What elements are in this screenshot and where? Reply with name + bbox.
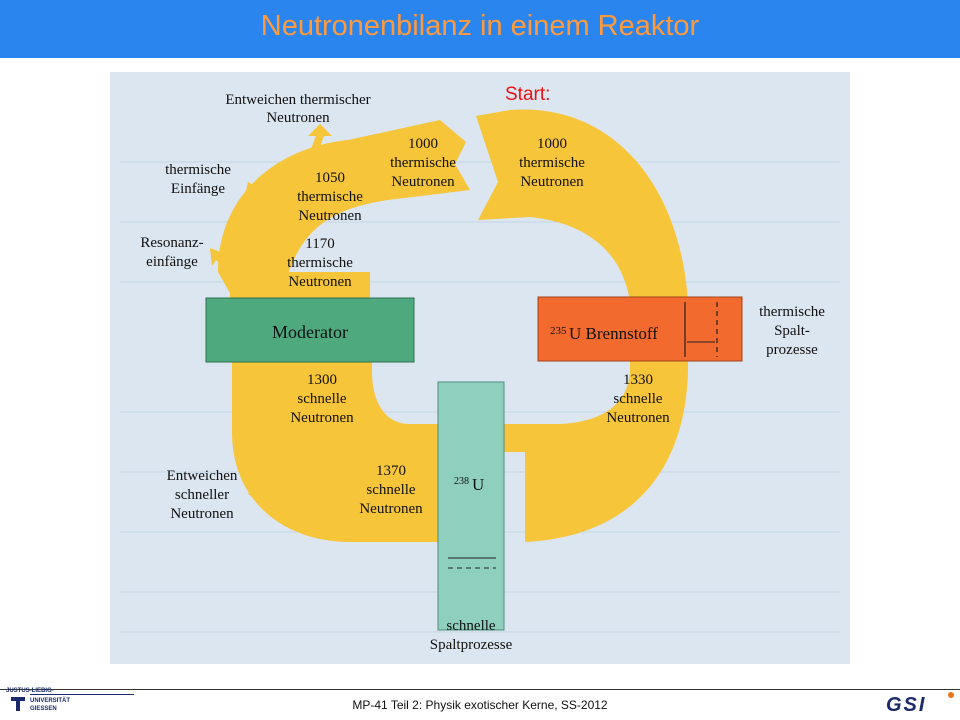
flow-lower-right-num: 1330 [623,372,653,388]
flow-bottom-ribbon [260,412,440,542]
fast-fission-line1: schnelle [446,618,495,634]
neutron-balance-svg: Moderator 235 U Brennstoff 238 U 1000 th… [110,72,850,664]
flow-mid-left-num: 1170 [305,236,334,252]
gsi-logo: GSI [886,692,956,718]
reactor-diagram: Moderator 235 U Brennstoff 238 U 1000 th… [110,72,850,664]
flow-ring-left [218,120,470,302]
university-line3: GIESSEN [30,706,57,712]
flow-top-left-kind: thermische [390,155,456,171]
u238-box [437,381,505,631]
thermal-fission-line2: Spalt- [774,323,810,339]
flow-top-right-num: 1000 [537,136,567,152]
flow-lower-right-kind: schnelle [613,391,662,407]
flow-upper-left-unit: Neutronen [298,208,362,224]
fuel-box [537,296,743,362]
university-rule [30,694,134,695]
moderator-box [205,297,415,363]
resonance-capture-line2: einfänge [146,254,198,270]
u238-label: U [472,475,484,494]
moderator-label: Moderator [272,322,348,342]
university-line2: UNIVERSITÄT [30,698,71,704]
thermal-escape-line1: Entweichen thermischer [225,92,370,108]
flow-labels: 1000 thermische Neutronen 1000 thermisch… [287,136,670,517]
flow-lower-left-unit: Neutronen [290,410,354,426]
start-label: Start: [505,84,551,105]
resonance-capture-line1: Resonanz- [140,235,203,251]
flow-ring-right-top [476,109,688,302]
flow-mid-left-unit: Neutronen [288,274,352,290]
thermal-capture-line2: Einfänge [171,181,225,197]
fast-escape-line2: schneller [175,487,229,503]
loss-labels: Entweichen thermischer Neutronen thermis… [140,92,825,653]
flow-top-right-kind: thermische [519,155,585,171]
thermal-fission-line3: prozesse [766,342,818,358]
footer-divider [0,689,960,690]
flow-lower-left-num: 1300 [307,372,337,388]
flow-lower-right-unit: Neutronen [606,410,670,426]
fuel-label: U Brennstoff [569,324,658,343]
page-title: Neutronenbilanz in einem Reaktor [260,10,700,42]
gsi-logo-text: GSI [886,694,927,716]
flow-upper-left-kind: thermische [297,189,363,205]
university-logo: JUSTUS-LIEBIG- UNIVERSITÄT GIESSEN [4,688,144,718]
thermal-capture-line1: thermische [165,162,231,178]
flow-top-left-unit: Neutronen [391,174,455,190]
university-seal-icon [11,697,25,711]
fast-fission-line2: Spaltprozesse [430,637,513,653]
arrow-thermal-escape [302,124,332,190]
fast-escape-line1: Entweichen [167,468,238,484]
fuel-superscript: 235 [550,325,567,337]
flow-top-right-unit: Neutronen [520,174,584,190]
footer-text: MP-41 Teil 2: Physik exotischer Kerne, S… [352,698,608,712]
u238-superscript: 238 [454,476,469,487]
arrow-thermal-capture [244,182,274,240]
flow-top-left-num: 1000 [408,136,438,152]
arrow-resonance-capture [210,248,246,294]
flow-bottom-unit: Neutronen [359,501,423,517]
gsi-dot-icon [948,692,954,698]
flow-lower-left-kind: schnelle [297,391,346,407]
flow-bottom-kind: schnelle [366,482,415,498]
flow-upper-left-num: 1050 [315,170,345,186]
flow-bottom-num: 1370 [376,463,406,479]
flow-mid-left-kind: thermische [287,255,353,271]
university-line1: JUSTUS-LIEBIG- [6,688,54,694]
fast-escape-line3: Neutronen [170,506,234,522]
thermal-fission-line1: thermische [759,304,825,320]
thermal-escape-line2: Neutronen [266,110,330,126]
arrow-fast-escape [248,484,292,503]
title-bar [0,0,960,58]
